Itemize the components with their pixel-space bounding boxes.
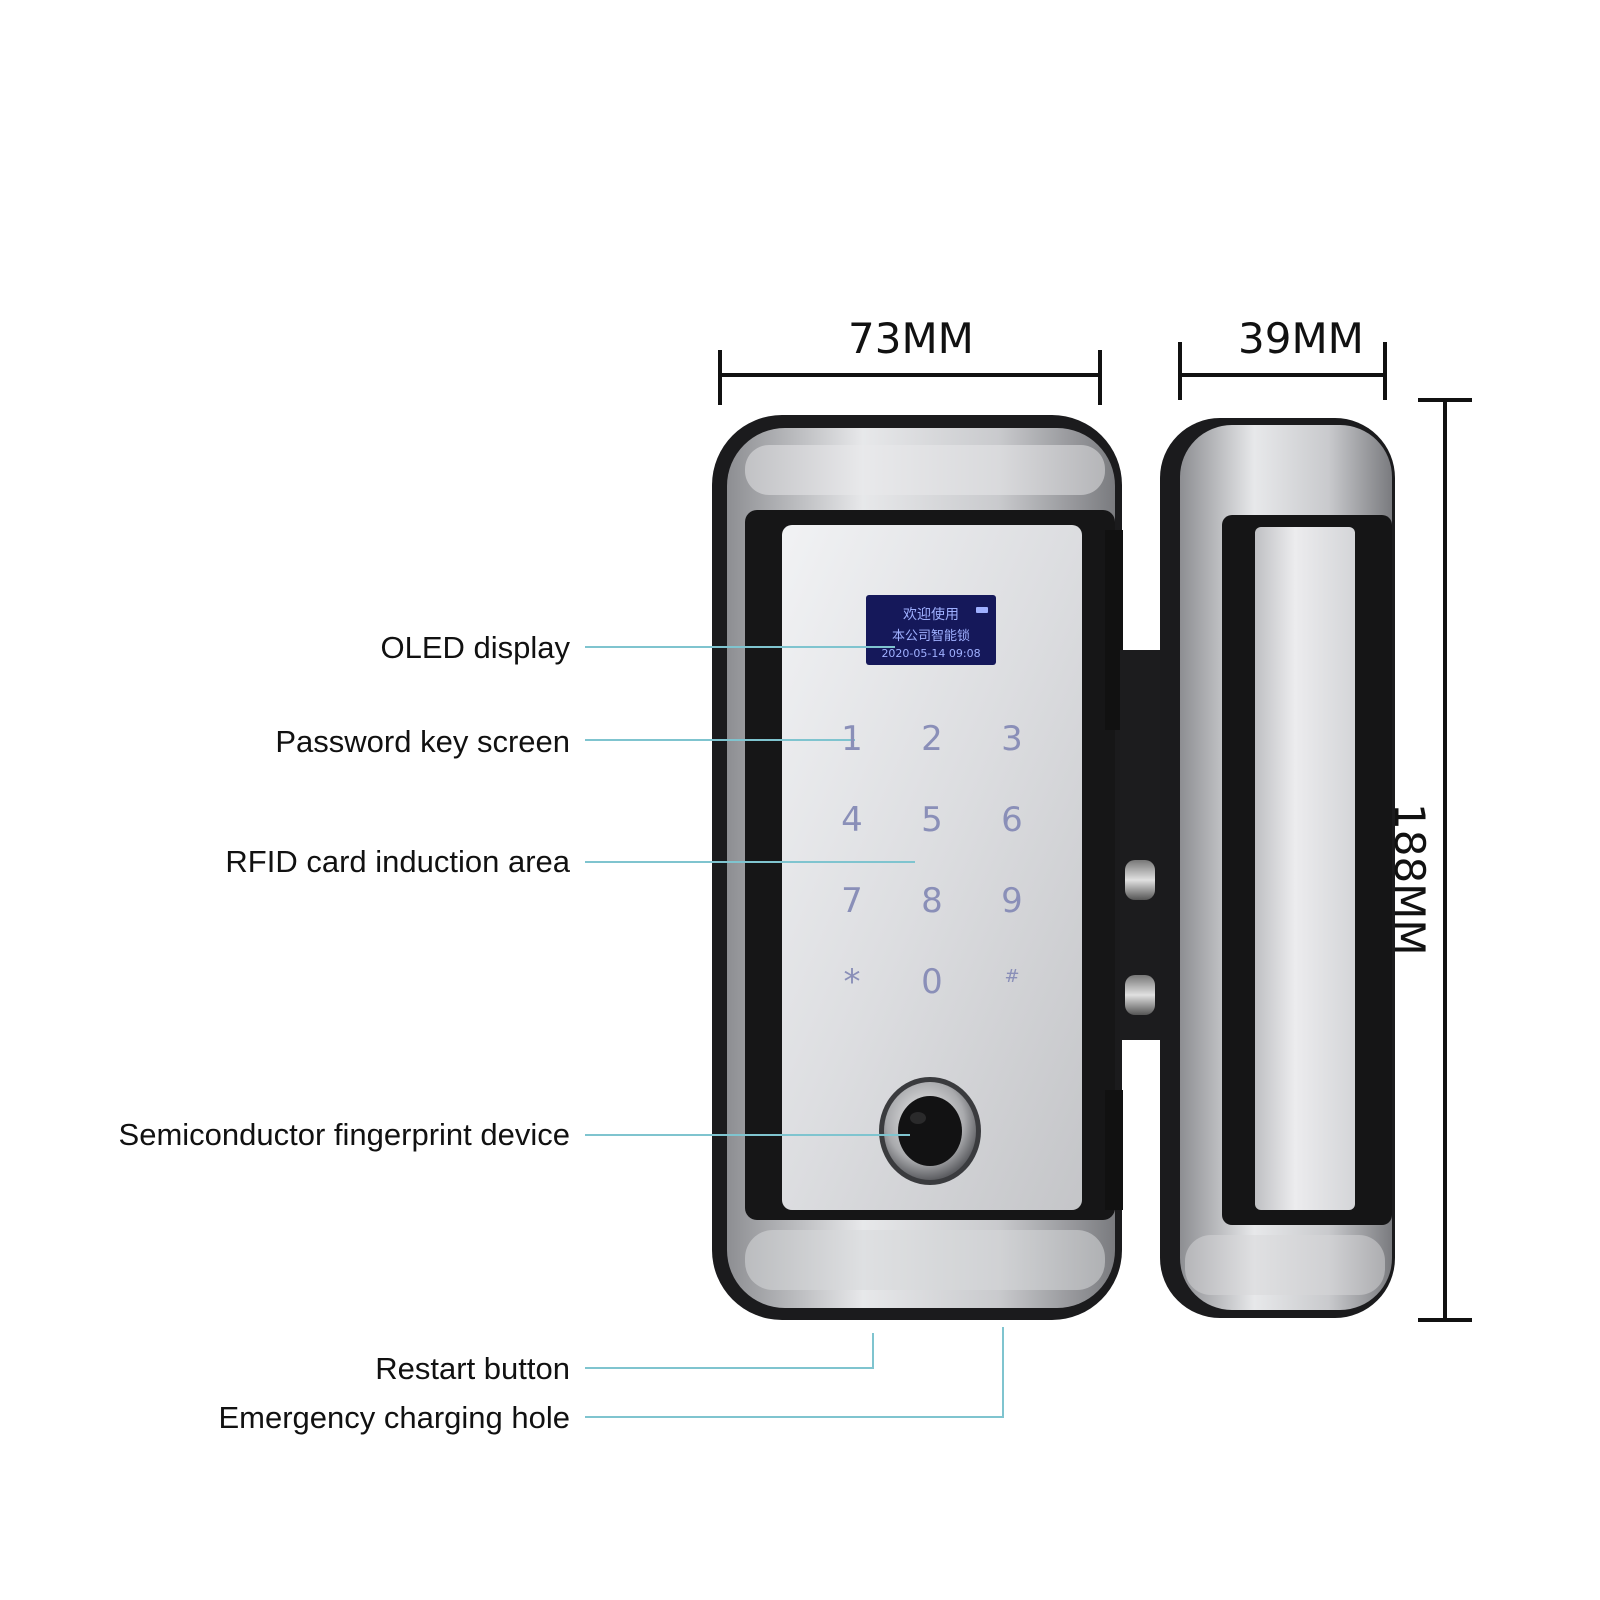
key-8[interactable]: 8 [921, 881, 943, 921]
fingerprint-sensor [879, 1077, 981, 1185]
key-6[interactable]: 6 [1001, 800, 1023, 840]
key-4[interactable]: 4 [841, 800, 863, 840]
charging-callout-line [585, 1327, 1004, 1418]
key-0[interactable]: 0 [921, 962, 943, 1002]
key-9[interactable]: 9 [1001, 881, 1023, 921]
connector [1120, 650, 1160, 1040]
oled-line-2: 本公司智能锁 [891, 629, 970, 644]
width-dimension-label: 73MM [848, 314, 974, 363]
key-1[interactable]: 1 [841, 719, 863, 759]
key-star[interactable]: * [843, 962, 861, 1002]
key-hash[interactable]: # [1004, 966, 1020, 987]
rfid-area-label: RFID card induction area [225, 844, 570, 879]
key-7[interactable]: 7 [841, 881, 863, 921]
oled-line-3: 2020-05-14 09:08 [881, 647, 981, 660]
key-2[interactable]: 2 [921, 719, 943, 759]
depth-dimension [1178, 342, 1387, 400]
battery-icon [976, 607, 988, 613]
front-panel [782, 525, 1082, 1210]
key-5[interactable]: 5 [921, 800, 943, 840]
oled-display [866, 595, 996, 665]
oled-display-label: OLED display [380, 630, 570, 665]
oled-screen: 欢迎使用 本公司智能锁 2020-05-14 09:08 [866, 595, 996, 665]
oled-line-1: 欢迎使用 [903, 607, 959, 623]
top-cap [745, 445, 1105, 495]
height-dimension-label: 188MM [1385, 803, 1434, 956]
width-dimension [718, 350, 1102, 405]
fingerprint-device-label: Semiconductor fingerprint device [118, 1117, 570, 1152]
height-dimension [1418, 398, 1472, 1322]
key-3[interactable]: 3 [1001, 719, 1023, 759]
charging-hole-label: Emergency charging hole [218, 1400, 570, 1435]
password-key-screen-label: Password key screen [275, 724, 570, 759]
restart-button-label: Restart button [375, 1351, 570, 1386]
strike-body [1160, 418, 1395, 1318]
callout-lines [585, 646, 1004, 1418]
bottom-cap [745, 1230, 1105, 1290]
depth-dimension-label: 39MM [1238, 314, 1364, 363]
restart-callout-line [585, 1333, 874, 1369]
